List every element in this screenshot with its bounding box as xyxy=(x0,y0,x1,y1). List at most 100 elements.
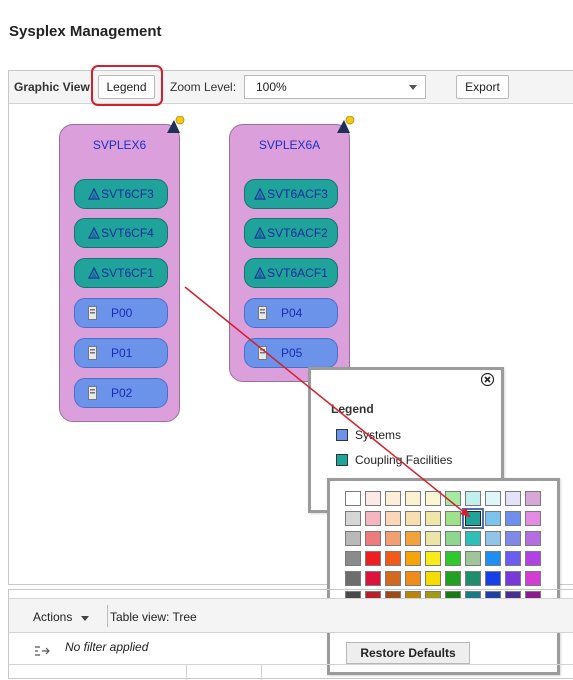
color-swatch[interactable] xyxy=(345,531,361,546)
coupling-facility-label: SVT6ACF1 xyxy=(267,266,328,280)
legend-swatch-systems[interactable] xyxy=(336,429,348,441)
color-swatch[interactable] xyxy=(525,531,541,546)
graphic-view-title: Graphic View xyxy=(14,80,90,94)
page-title: Sysplex Management xyxy=(9,23,162,40)
zoom-level-select[interactable]: 100% xyxy=(244,75,426,99)
color-swatch[interactable] xyxy=(405,551,421,566)
system-node[interactable]: P05 xyxy=(244,338,338,368)
coupling-facility-node[interactable]: SVT6ACF2 xyxy=(244,218,338,248)
legend-item-coupling-facilities[interactable]: Coupling Facilities xyxy=(336,453,452,467)
coupling-facility-label: SVT6ACF2 xyxy=(267,226,328,240)
color-swatch[interactable] xyxy=(365,531,381,546)
color-swatch[interactable] xyxy=(445,571,461,586)
color-swatch[interactable] xyxy=(345,511,361,526)
color-swatch[interactable] xyxy=(485,511,501,526)
coupling-facility-node[interactable]: SVT6ACF1 xyxy=(244,258,338,288)
sysplex-svplex6a[interactable]: SVPLEX6A SVT6ACF3 SVT6ACF2 SVT6ACF1 P04 … xyxy=(229,116,355,382)
coupling-facility-icon xyxy=(254,227,267,239)
color-swatch[interactable] xyxy=(365,491,381,506)
color-swatch[interactable] xyxy=(385,571,401,586)
filter-status-text: No filter applied xyxy=(65,640,149,654)
restore-defaults-button[interactable]: Restore Defaults xyxy=(346,642,470,664)
coupling-facility-icon xyxy=(88,188,101,200)
color-swatch[interactable] xyxy=(345,551,361,566)
system-node[interactable]: P04 xyxy=(244,298,338,328)
color-swatch[interactable] xyxy=(385,491,401,506)
color-swatch[interactable] xyxy=(505,491,521,506)
color-swatch[interactable] xyxy=(462,508,484,529)
color-swatch[interactable] xyxy=(485,551,501,566)
color-swatch[interactable] xyxy=(445,491,461,506)
color-swatch[interactable] xyxy=(365,571,381,586)
color-swatch[interactable] xyxy=(365,551,381,566)
system-node[interactable]: P01 xyxy=(74,338,168,368)
legend-item-label: Coupling Facilities xyxy=(355,453,453,467)
coupling-facility-icon xyxy=(88,267,101,279)
color-swatch[interactable] xyxy=(385,551,401,566)
color-swatch[interactable] xyxy=(505,551,521,566)
coupling-facility-node[interactable]: SVT6CF3 xyxy=(74,179,168,209)
zoom-level-label: Zoom Level: xyxy=(170,80,237,94)
color-swatch[interactable] xyxy=(405,491,421,506)
color-swatch[interactable] xyxy=(445,531,461,546)
color-swatch[interactable] xyxy=(485,531,501,546)
color-swatch[interactable] xyxy=(525,551,541,566)
table-toolbar: Actions Table view: Tree xyxy=(9,598,573,633)
system-label: P00 xyxy=(111,306,133,320)
color-swatch[interactable] xyxy=(405,511,421,526)
server-icon xyxy=(88,346,97,360)
sysplex-status-icon xyxy=(337,116,355,133)
color-swatch[interactable] xyxy=(385,531,401,546)
sysplex-name: SVPLEX6 xyxy=(92,138,147,152)
legend-swatch-coupling-facilities[interactable] xyxy=(336,454,348,466)
color-swatch[interactable] xyxy=(505,531,521,546)
coupling-facility-node[interactable]: SVT6CF4 xyxy=(74,218,168,248)
color-swatch[interactable] xyxy=(465,551,481,566)
legend-item-systems[interactable]: Systems xyxy=(336,428,401,442)
chevron-down-icon[interactable] xyxy=(81,616,89,621)
color-swatch[interactable] xyxy=(345,491,361,506)
filter-row: No filter applied xyxy=(9,637,573,665)
color-swatch[interactable] xyxy=(425,491,441,506)
sysplex-svplex6[interactable]: SVPLEX6 SVT6CF3 SVT6CF4 SVT6CF1 P00 P01 … xyxy=(59,116,185,422)
color-swatch[interactable] xyxy=(465,491,481,506)
table-panel: Actions Table view: Tree No filter appli… xyxy=(8,589,573,680)
color-swatch[interactable] xyxy=(425,571,441,586)
close-icon[interactable] xyxy=(481,373,494,386)
filter-icon[interactable] xyxy=(34,644,50,658)
color-swatch[interactable] xyxy=(445,551,461,566)
color-swatch[interactable] xyxy=(485,571,501,586)
color-swatch[interactable] xyxy=(465,571,481,586)
color-swatch[interactable] xyxy=(405,531,421,546)
system-node[interactable]: P00 xyxy=(74,298,168,328)
legend-title: Legend xyxy=(331,402,374,416)
color-swatch[interactable] xyxy=(365,511,381,526)
color-swatch[interactable] xyxy=(505,511,521,526)
color-swatch[interactable] xyxy=(525,571,541,586)
server-icon xyxy=(258,346,267,360)
color-swatch[interactable] xyxy=(445,511,461,526)
export-button[interactable]: Export xyxy=(456,75,509,99)
color-swatch[interactable] xyxy=(465,531,481,546)
coupling-facility-label: SVT6CF1 xyxy=(101,266,154,280)
column-divider xyxy=(261,664,262,680)
table-view-label[interactable]: Table view: Tree xyxy=(110,610,197,624)
color-swatch[interactable] xyxy=(425,511,441,526)
coupling-facility-node[interactable]: SVT6CF1 xyxy=(74,258,168,288)
color-swatch[interactable] xyxy=(485,491,501,506)
color-swatch[interactable] xyxy=(525,511,541,526)
legend-button[interactable]: Legend xyxy=(98,75,155,99)
system-node[interactable]: P02 xyxy=(74,378,168,408)
color-swatch[interactable] xyxy=(425,551,441,566)
color-swatch[interactable] xyxy=(345,571,361,586)
actions-menu[interactable]: Actions xyxy=(33,610,73,624)
color-swatch[interactable] xyxy=(385,511,401,526)
legend-button-highlight xyxy=(91,65,163,106)
color-swatch[interactable] xyxy=(405,571,421,586)
color-swatch[interactable] xyxy=(525,491,541,506)
coupling-facility-node[interactable]: SVT6ACF3 xyxy=(244,179,338,209)
color-swatch[interactable] xyxy=(425,531,441,546)
system-label: P04 xyxy=(281,306,303,320)
color-swatch[interactable] xyxy=(505,571,521,586)
server-icon xyxy=(258,306,267,320)
